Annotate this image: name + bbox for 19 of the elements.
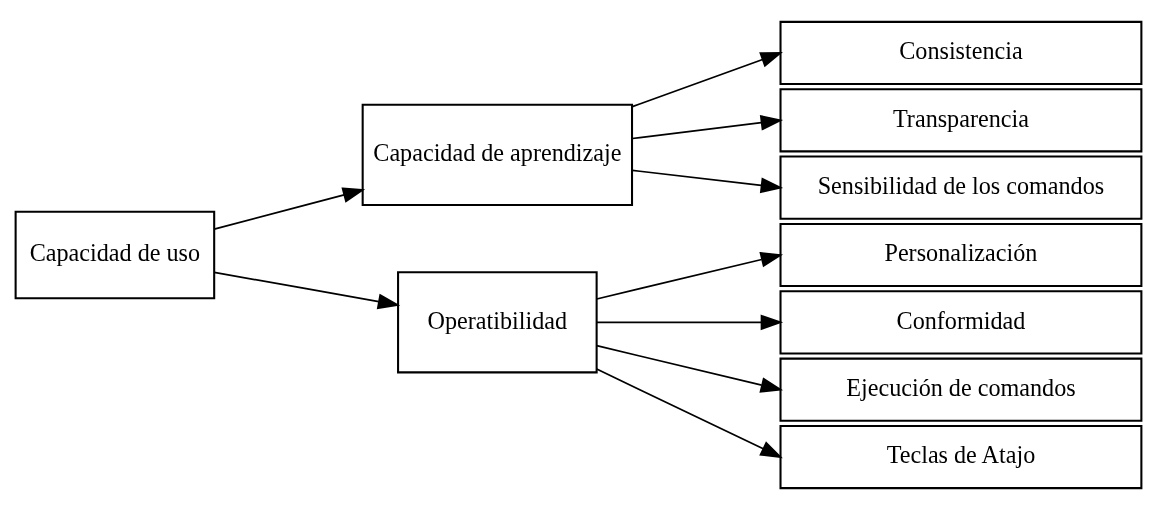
arrow: [213, 187, 366, 231]
node-box: Capacidad de uso: [14, 210, 216, 300]
node-box: Transparencia: [779, 88, 1143, 153]
node-box: Teclas de Atajo: [779, 424, 1143, 490]
arrow: [595, 251, 784, 300]
arrow: [631, 169, 784, 194]
node-box: Personalización: [779, 222, 1143, 288]
node-box: Sensibilidad de los comandos: [779, 155, 1143, 220]
node-box: Ejecución de comandos: [779, 357, 1143, 422]
node-box: Conformidad: [779, 290, 1143, 355]
arrow: [213, 271, 401, 310]
node-box: Operatibilidad: [397, 271, 598, 374]
arrow: [595, 368, 783, 459]
arrow: [631, 52, 783, 108]
node-box: Capacidad de aprendizaje: [361, 103, 634, 206]
node-box: Consistencia: [779, 20, 1143, 86]
arrow: [595, 314, 784, 331]
arrow: [595, 344, 784, 393]
arrow: [631, 114, 784, 140]
